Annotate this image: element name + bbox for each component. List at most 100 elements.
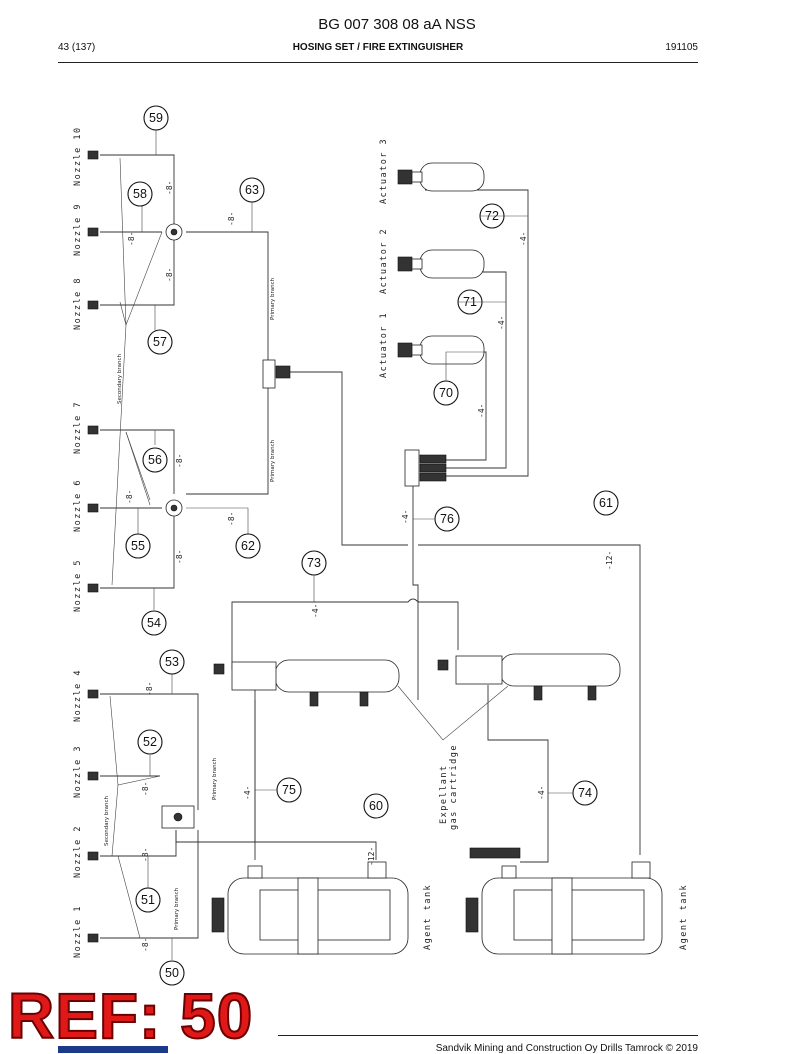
dim-8-b: -8-	[127, 232, 136, 246]
actuator-1-label: Actuator 1	[379, 312, 389, 378]
secondary-branch-lower-label: Secondary branch	[104, 795, 110, 846]
callout-51: 51	[135, 887, 161, 913]
dim-8-l: -8-	[141, 938, 150, 952]
svg-text:51: 51	[141, 893, 155, 907]
dim-8-k: -8-	[141, 848, 150, 862]
actuator-manifold	[404, 449, 447, 487]
svg-text:58: 58	[133, 187, 147, 201]
primary-branch-upper-label: Primary branch	[270, 277, 276, 320]
dim-4-f: -4-	[243, 786, 252, 800]
dim-12-b: -12-	[367, 847, 376, 866]
svg-text:74: 74	[578, 786, 592, 800]
callout-59: 59	[143, 105, 169, 131]
footer-divider	[278, 1035, 698, 1036]
nozzle-5-label: Nozzle 5	[73, 559, 83, 612]
nozzle-10-label: Nozzle 10	[73, 126, 83, 186]
document-title: BG 007 308 08 aA NSS	[318, 16, 476, 33]
nozzle-9-label: Nozzle 9	[73, 203, 83, 256]
cartridge-lines	[231, 598, 549, 863]
nozzle-8-label: Nozzle 8	[73, 277, 83, 330]
svg-text:75: 75	[282, 783, 296, 797]
nozzle-7-label: Nozzle 7	[73, 401, 83, 454]
nozzle-3-label: Nozzle 3	[73, 745, 83, 798]
svg-text:62: 62	[241, 539, 255, 553]
expellant-cartridges	[213, 653, 621, 707]
dim-8-j: -8-	[141, 782, 150, 796]
dim-12-a: -12-	[605, 551, 614, 570]
dim-8-g: -8-	[227, 512, 236, 526]
dim-8-h: -8-	[175, 550, 184, 564]
nozzle-4-label: Nozzle 4	[73, 669, 83, 722]
dim-4-e: -4-	[311, 604, 320, 618]
branch-labels: Secondary branch Primary branch Primary …	[104, 277, 276, 930]
svg-text:57: 57	[153, 335, 167, 349]
actuator-cylinders	[397, 162, 485, 365]
svg-text:52: 52	[143, 735, 157, 749]
section-title: HOSING SET / FIRE EXTINGUISHER	[292, 42, 464, 53]
primary-branch-middle-label: Primary branch	[270, 439, 276, 482]
svg-text:54: 54	[147, 616, 161, 630]
gas-cartridge-label: gas cartridge	[449, 744, 459, 830]
svg-text:56: 56	[148, 453, 162, 467]
svg-text:76: 76	[440, 512, 454, 526]
upper-pipe-network	[100, 130, 641, 855]
svg-text:73: 73	[307, 556, 321, 570]
dim-8-a: -8-	[165, 181, 174, 195]
callout-75: 75	[276, 777, 302, 803]
footer-copyright: Sandvik Mining and Construction Oy Drill…	[435, 1043, 698, 1054]
reference-stamp: REF: 50	[7, 980, 254, 1052]
callout-62: 62	[235, 533, 261, 559]
nozzle-labels: Nozzle 1 Nozzle 2 Nozzle 3 Nozzle 4 Nozz…	[73, 126, 83, 958]
dim-4-b: -4-	[497, 316, 506, 330]
actuator-labels: Actuator 1 Actuator 2 Actuator 3	[379, 138, 389, 378]
dimension-labels: -8- -8- -8- -8- -8- -8- -8- -8- -8- -8- …	[125, 181, 614, 952]
callout-55: 55	[125, 533, 151, 559]
distribution-tees	[165, 223, 291, 517]
dim-4-c: -4-	[477, 404, 486, 418]
dim-8-e: -8-	[175, 454, 184, 468]
header-divider	[58, 62, 698, 63]
callout-leaders-right	[255, 215, 573, 794]
callout-73: 73	[301, 550, 327, 576]
dim-8-f: -8-	[125, 490, 134, 504]
dim-8-c: -8-	[227, 212, 236, 226]
svg-text:59: 59	[149, 111, 163, 125]
lower-manifold	[161, 805, 195, 829]
callout-58: 58	[127, 181, 153, 207]
brand-logo-strip	[58, 1046, 168, 1053]
expellant-label: Expellant	[439, 764, 449, 824]
callout-61: 61	[593, 490, 619, 516]
dim-4-d: -4-	[401, 510, 410, 524]
svg-text:53: 53	[165, 655, 179, 669]
svg-text:70: 70	[439, 386, 453, 400]
callout-50: 50	[159, 960, 185, 986]
actuator-2-label: Actuator 2	[379, 228, 389, 294]
callout-52: 52	[137, 729, 163, 755]
secondary-branch-upper-label: Secondary branch	[117, 353, 123, 404]
primary-branch-bottom-label: Primary branch	[174, 887, 180, 930]
nozzle-fittings-upper	[87, 150, 99, 943]
callout-54: 54	[141, 610, 167, 636]
callout-74: 74	[572, 780, 598, 806]
agent-tank-label-left: Agent tank	[423, 884, 433, 950]
document-date: 191105	[665, 42, 698, 53]
callout-63: 63	[239, 177, 265, 203]
page-number: 43 (137)	[58, 42, 96, 53]
dim-4-a: -4-	[519, 232, 528, 246]
lower-pipe-network	[100, 672, 256, 960]
svg-text:60: 60	[369, 799, 383, 813]
callout-70: 70	[433, 380, 459, 406]
actuator-3-label: Actuator 3	[379, 138, 389, 204]
callout-60: 60	[363, 793, 389, 819]
agent-tanks	[211, 847, 663, 955]
dim-8-i: -8-	[145, 682, 154, 696]
dim-4-g: -4-	[537, 786, 546, 800]
primary-branch-lower-label: Primary branch	[212, 757, 218, 800]
tank-labels: Agent tank Agent tank Expellant gas cart…	[423, 744, 689, 950]
callout-76: 76	[434, 506, 460, 532]
svg-text:55: 55	[131, 539, 145, 553]
nozzle-6-label: Nozzle 6	[73, 479, 83, 532]
svg-text:61: 61	[599, 496, 613, 510]
svg-text:63: 63	[245, 183, 259, 197]
